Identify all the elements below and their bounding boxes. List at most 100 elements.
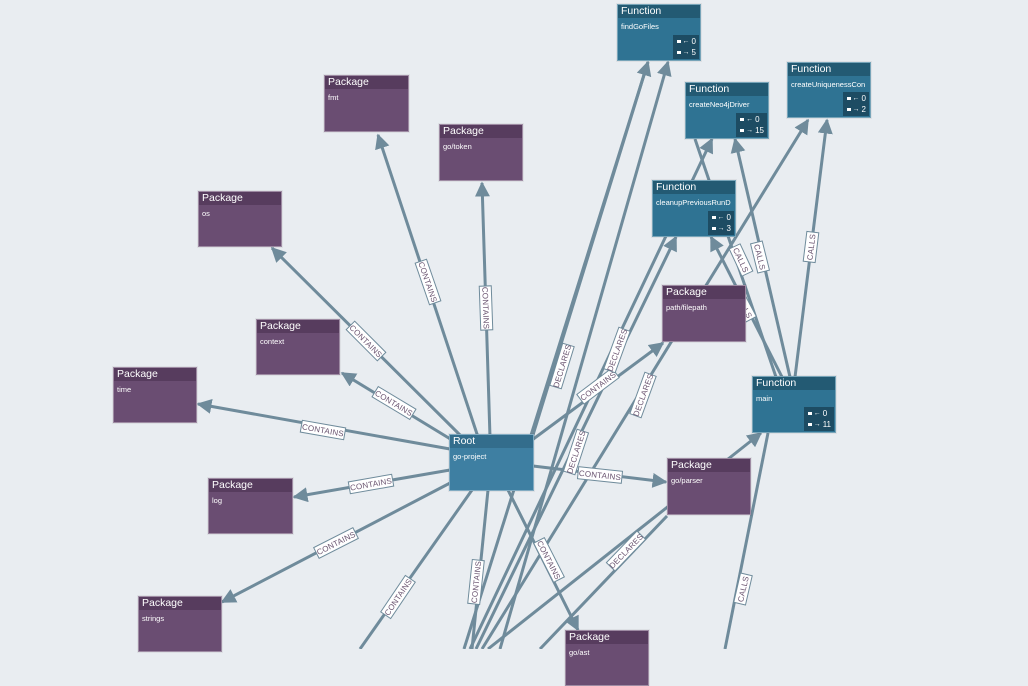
label-contains-time: CONTAINS [299, 419, 347, 441]
label-contains-fmt: CONTAINS [414, 258, 442, 306]
node-type: Function [686, 83, 768, 96]
svg-text:CONTAINS: CONTAINS [373, 389, 414, 419]
node-package-go-parser[interactable]: Package go/parser [667, 458, 751, 515]
label-declares-3: DECLARES [629, 371, 657, 419]
label-calls-1: CALLS [728, 243, 754, 277]
label-contains-strings: CONTAINS [313, 526, 359, 560]
label-contains-offscreen-2: CONTAINS [467, 558, 485, 606]
label-contains-log: CONTAINS [347, 473, 395, 495]
edge-gofiles-second[interactable] [498, 60, 672, 649]
node-function-createNeo4jDriver[interactable]: Function createNeo4jDriver ←0 →15 [685, 82, 769, 139]
outgoing-icon [740, 129, 745, 132]
node-function-findGoFiles[interactable]: Function findGoFiles ←0 →5 [617, 4, 701, 61]
outgoing-icon [807, 423, 812, 426]
node-type: Package [257, 320, 339, 333]
edge-root-offscreen-1 [358, 489, 474, 649]
edge-line [358, 489, 474, 649]
edges-layer: CONTAINS CONTAINS CONTAINS CONTAINS CONT… [196, 60, 833, 649]
out-count: 3 [726, 224, 731, 233]
node-type: Package [668, 459, 750, 472]
node-package-os[interactable]: Package os [198, 191, 282, 247]
node-type: Package [440, 125, 522, 138]
svg-text:CONTAINS: CONTAINS [470, 561, 483, 604]
outgoing-icon [711, 227, 716, 230]
degree-counts: ←0 →3 [707, 211, 734, 235]
node-type: Root [450, 435, 533, 448]
edge-line [498, 60, 672, 649]
in-count: 0 [755, 115, 760, 124]
node-package-strings[interactable]: Package strings [138, 596, 222, 652]
in-count: 0 [691, 37, 696, 46]
node-type: Function [653, 181, 735, 194]
out-count: 5 [691, 48, 696, 57]
node-name: createUniquenessCon [791, 80, 866, 89]
node-type: Package [325, 76, 408, 89]
node-root-go-project[interactable]: Root go-project [449, 434, 534, 491]
node-name: log [212, 496, 223, 505]
svg-text:CONTAINS: CONTAINS [578, 469, 621, 482]
svg-text:CONTAINS: CONTAINS [480, 287, 490, 330]
in-count: 0 [861, 94, 866, 103]
outgoing-icon [676, 51, 681, 54]
node-package-go-ast[interactable]: Package go/ast [565, 630, 649, 686]
node-package-path-filepath[interactable]: Package path/filepath [662, 285, 746, 342]
edge-line [538, 514, 669, 649]
node-type: Package [566, 631, 648, 644]
node-name: path/filepath [666, 303, 707, 312]
node-function-main[interactable]: Function main ←0 →11 [752, 376, 836, 433]
node-type: Package [199, 192, 281, 205]
edge-line [723, 432, 770, 649]
node-type: Package [209, 479, 292, 492]
node-name: go/ast [569, 648, 590, 657]
node-name: cleanupPreviousRunD [656, 198, 731, 207]
svg-text:CONTAINS: CONTAINS [347, 323, 383, 359]
node-type: Function [788, 63, 870, 76]
node-package-context[interactable]: Package context [256, 319, 340, 375]
node-name: go/token [443, 142, 472, 151]
node-type: Package [114, 368, 196, 381]
out-count: 15 [755, 126, 764, 135]
label-contains-os: CONTAINS [345, 320, 387, 362]
incoming-icon [711, 216, 716, 219]
node-name: time [117, 385, 132, 394]
incoming-icon [807, 412, 812, 415]
in-count: 0 [726, 213, 731, 222]
out-count: 2 [861, 105, 866, 114]
edge-line [462, 61, 650, 649]
label-calls-createUniquenessCon: CALLS [802, 230, 820, 264]
label-contains-go-parser: CONTAINS [576, 466, 624, 484]
node-name: go-project [453, 452, 487, 461]
node-package-log[interactable]: Package log [208, 478, 293, 534]
edge-declares-go-parser[interactable] [538, 514, 669, 649]
label-contains-go-token: CONTAINS [478, 285, 494, 331]
node-name: os [202, 209, 210, 218]
label-calls-offscreen: CALLS [733, 572, 753, 606]
in-count: 0 [822, 409, 828, 418]
node-package-go-token[interactable]: Package go/token [439, 124, 523, 181]
edge-calls-offscreen[interactable] [723, 432, 770, 649]
node-package-fmt[interactable]: Package fmt [324, 75, 409, 132]
label-contains-context: CONTAINS [371, 385, 417, 421]
label-declares-2: DECLARES [603, 326, 631, 374]
node-type: Function [618, 5, 700, 18]
node-name: go/parser [671, 476, 703, 485]
node-function-cleanupPreviousRunD[interactable]: Function cleanupPreviousRunD ←0 →3 [652, 180, 736, 237]
degree-counts: ←0 →11 [803, 407, 834, 431]
node-function-createUniquenessCon[interactable]: Function createUniquenessCon ←0 →2 [787, 62, 871, 118]
degree-counts: ←0 →15 [736, 113, 767, 137]
incoming-icon [740, 118, 745, 121]
node-name: strings [142, 614, 165, 623]
node-package-time[interactable]: Package time [113, 367, 197, 423]
node-type: Function [753, 377, 835, 390]
node-name: createNeo4jDriver [689, 100, 750, 109]
node-type: Package [663, 286, 745, 299]
node-name: main [756, 394, 773, 403]
edge-declares-findGoFiles-from-bottom[interactable] [462, 61, 650, 649]
label-calls-2: CALLS [749, 240, 771, 274]
svg-text:CONTAINS: CONTAINS [383, 577, 414, 617]
node-name: findGoFiles [621, 22, 659, 31]
label-contains-offscreen-1: CONTAINS [380, 574, 416, 620]
degree-counts: ←0 →5 [672, 35, 699, 59]
node-name: context [260, 337, 285, 346]
